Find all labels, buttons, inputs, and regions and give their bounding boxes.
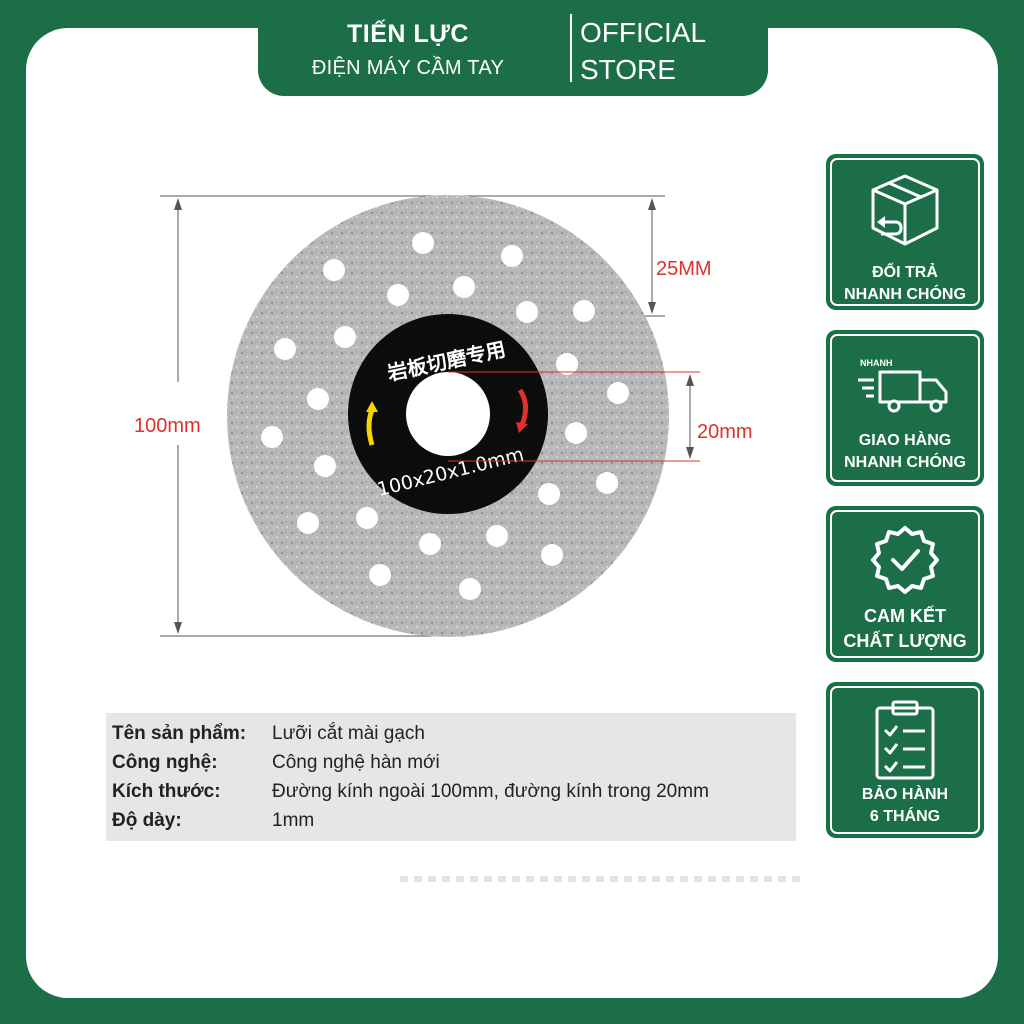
- warranty-clipboard-icon: [875, 700, 935, 780]
- delivery-truck-icon: NHANH: [858, 358, 948, 413]
- band-width-label: 25MM: [656, 258, 712, 280]
- badge-return: ĐỔI TRẢ NHANH CHÓNG: [826, 154, 984, 310]
- badge-warranty-text: BẢO HÀNH 6 THÁNG: [861, 786, 949, 825]
- badge-delivery-text: GIAO HÀNG NHANH CHÓNG: [844, 432, 966, 471]
- badge-warranty: BẢO HÀNH 6 THÁNG: [826, 682, 984, 838]
- product-image: 岩板切磨专用 100x20x1.0mm 100mm 25MM 20mm: [134, 195, 753, 637]
- disc-holes: [261, 232, 629, 600]
- spec-value: Lưỡi cắt mài gạch: [272, 723, 425, 744]
- spec-label: Độ dày:: [112, 810, 182, 831]
- header-divider: [570, 14, 572, 82]
- arbor-hole: [406, 372, 490, 456]
- spec-value: Đường kính ngoài 100mm, đường kính trong…: [272, 781, 709, 802]
- faint-caption: [400, 876, 800, 882]
- outer-diameter-label: 100mm: [134, 415, 201, 437]
- store-header: TIẾN LỰC ĐIỆN MÁY CẦM TAY OFFICIAL STORE: [258, 0, 768, 96]
- spec-row: Tên sản phẩm: Lưỡi cắt mài gạch: [106, 723, 796, 751]
- spec-row: Công nghệ: Công nghệ hàn mới: [106, 752, 796, 780]
- spec-value: Công nghệ hàn mới: [272, 752, 440, 773]
- spec-label: Tên sản phẩm:: [112, 723, 247, 744]
- return-box-icon: [871, 174, 939, 246]
- spec-label: Công nghệ:: [112, 752, 218, 773]
- spec-row: Độ dày: 1mm: [106, 810, 796, 838]
- official-store-label: OFFICIAL STORE: [580, 14, 706, 88]
- store-line-1: OFFICIAL: [580, 17, 707, 48]
- quality-seal-icon: [871, 526, 939, 594]
- store-line-2: STORE: [580, 54, 676, 85]
- svg-text:NHANH: NHANH: [860, 358, 893, 368]
- badge-quality-text: CAM KẾT CHẤT LƯỢNG: [843, 606, 967, 651]
- badge-quality: CAM KẾT CHẤT LƯỢNG: [826, 506, 984, 662]
- badge-return-text: ĐỔI TRẢ NHANH CHÓNG: [844, 264, 966, 303]
- spec-table: Tên sản phẩm: Lưỡi cắt mài gạch Công ngh…: [106, 713, 796, 841]
- spec-label: Kích thước:: [112, 781, 221, 802]
- badge-delivery: NHANH GIAO HÀNG NHANH CHÓNG: [826, 330, 984, 486]
- inner-diameter-label: 20mm: [697, 421, 753, 443]
- spec-value: 1mm: [272, 810, 315, 831]
- brand-name: TIẾN LỰC: [347, 20, 469, 48]
- spec-row: Kích thước: Đường kính ngoài 100mm, đườn…: [106, 781, 796, 809]
- brand-subtitle: ĐIỆN MÁY CẦM TAY: [311, 57, 505, 79]
